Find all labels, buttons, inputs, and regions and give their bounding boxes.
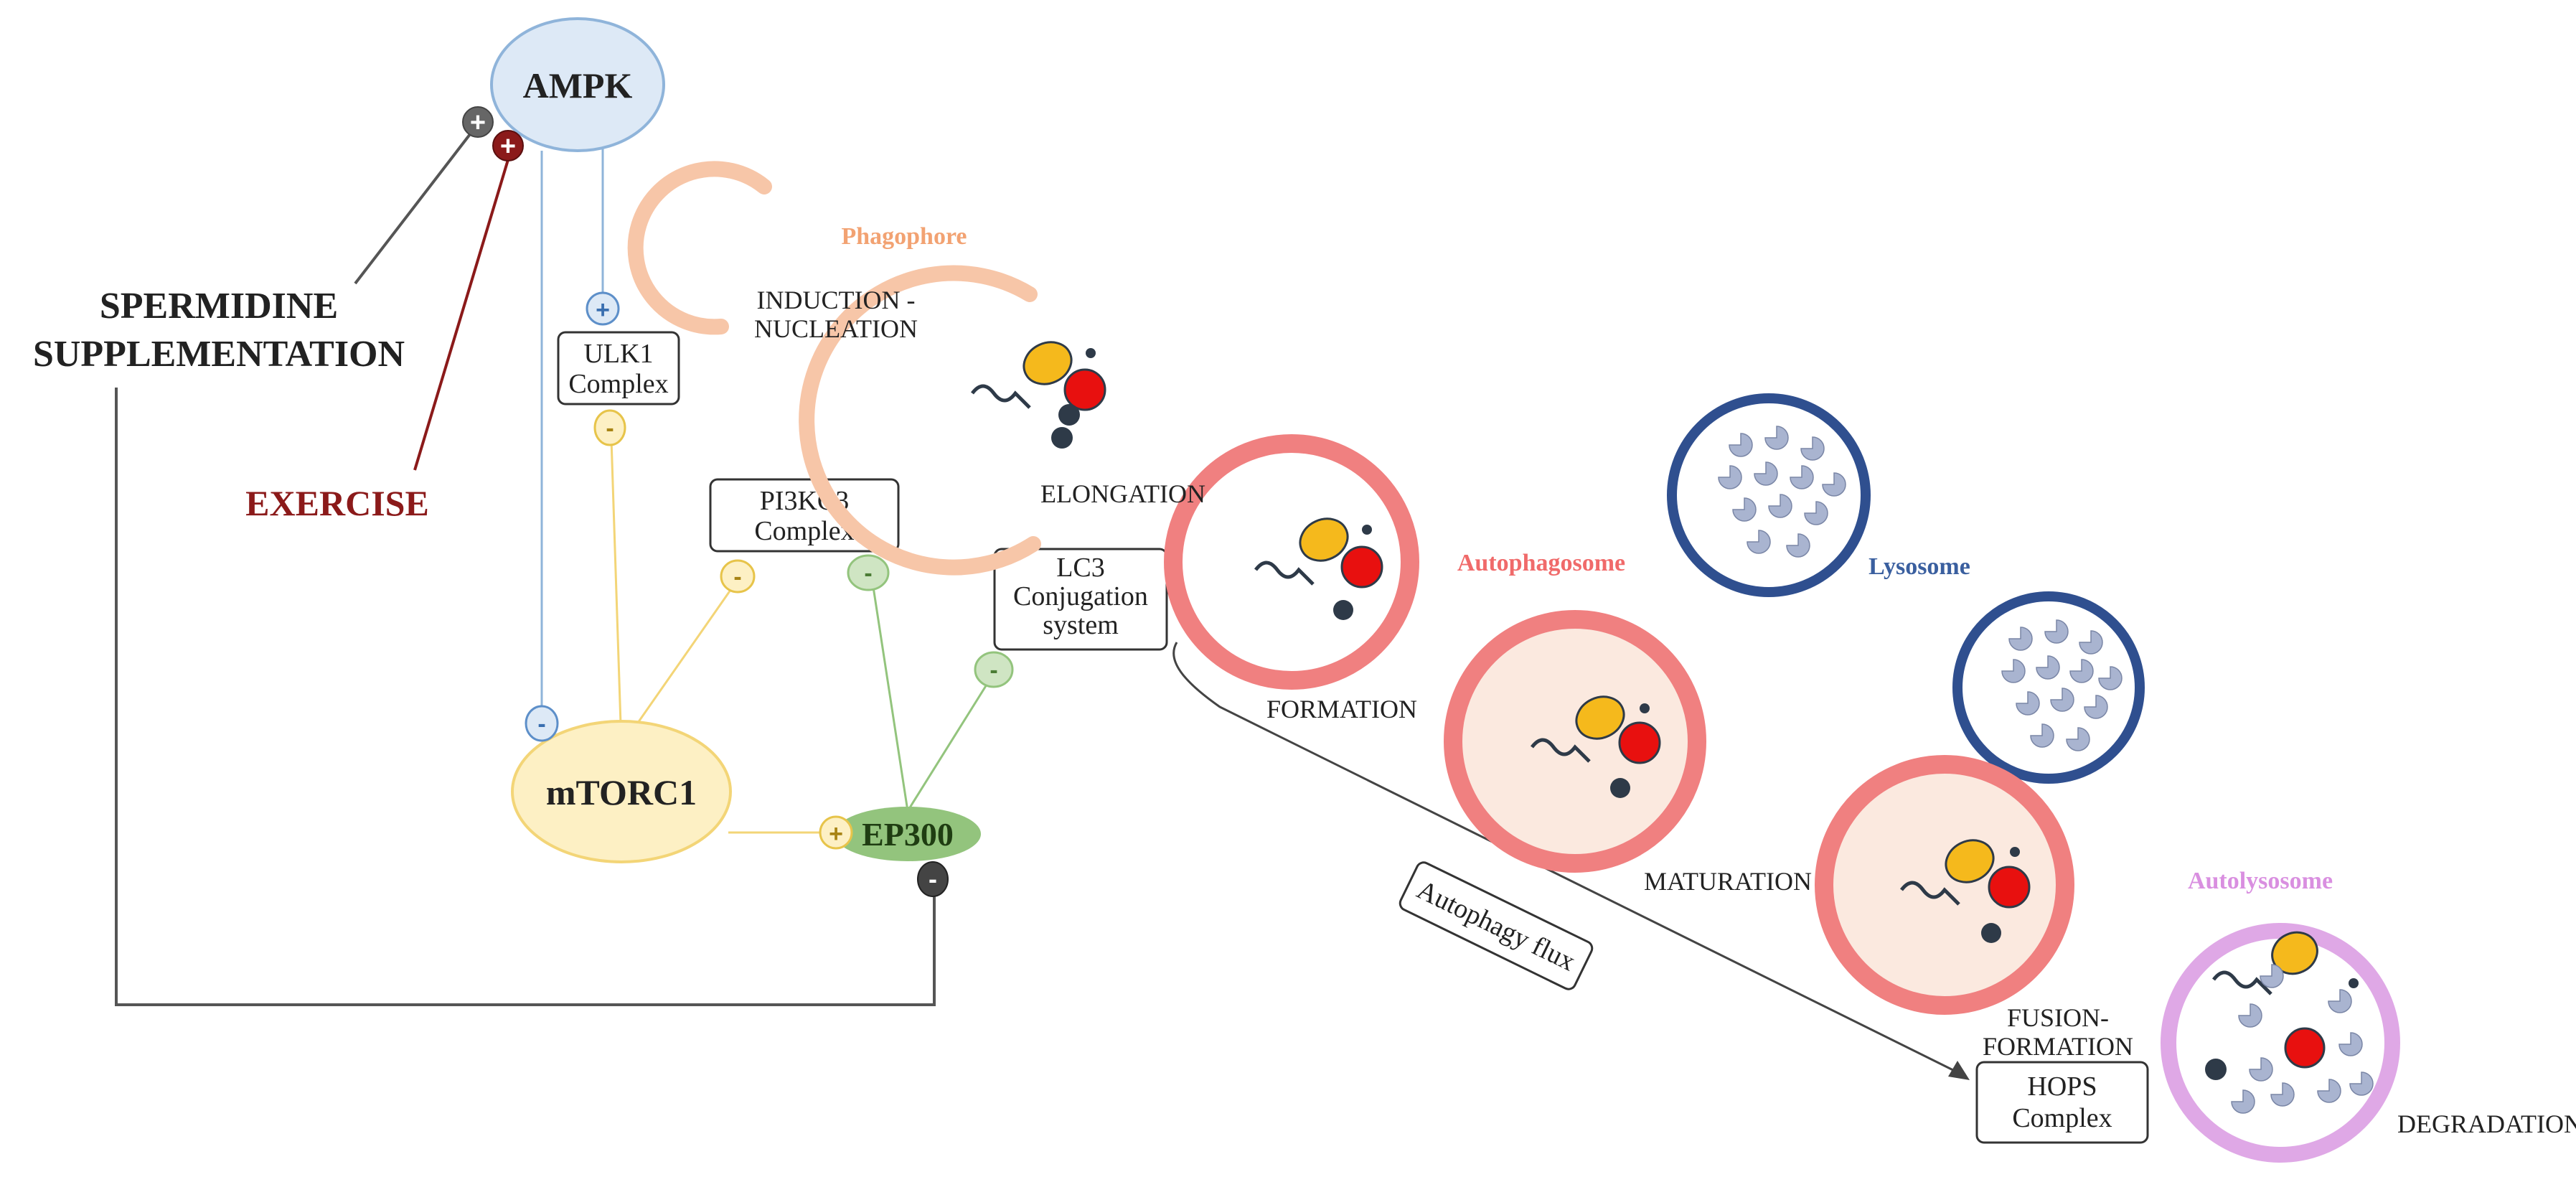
autophagosome-label: Autophagosome — [1457, 550, 1625, 576]
autophagosome-maturation — [1444, 610, 1706, 873]
ep300-lc3-inhibition-badge: - — [974, 651, 1014, 688]
svg-text:-: - — [864, 560, 872, 587]
hops-complex-box: HOPS Complex — [1975, 1061, 2149, 1144]
svg-text:+: + — [829, 820, 843, 848]
nucleation-cargo — [971, 341, 1106, 449]
ep300-pi3kc3-inhibition-badge: - — [847, 554, 890, 591]
stage-formation: FORMATION — [1266, 695, 1417, 723]
autophagy-flux-arrow — [1172, 642, 1967, 1078]
phagophore-label: Phagophore — [841, 223, 967, 250]
stage-elongation: ELONGATION — [1040, 479, 1205, 508]
spermidine-activation-badge: + — [462, 106, 494, 138]
exercise-activation-badge: + — [492, 130, 524, 161]
stage-induction-line1: INDUCTION - — [757, 286, 916, 314]
ampk-ulk1-activation-badge: + — [586, 291, 620, 326]
exercise-to-ampk-line — [413, 154, 511, 471]
autolysosome — [2161, 923, 2400, 1163]
svg-text:+: + — [596, 296, 610, 324]
svg-text:-: - — [989, 657, 997, 684]
stage-induction-line2: NUCLEATION — [754, 314, 918, 343]
svg-text:-: - — [929, 864, 937, 894]
spermidine-label-line1: SPERMIDINE — [100, 286, 338, 327]
spermidine-ep300-inhibition-badge: - — [917, 861, 949, 897]
mtorc1-label: mTORC1 — [546, 772, 697, 812]
mtorc1-to-ulk1-line — [610, 439, 623, 747]
mtorc1-to-pi3kc3-line — [620, 577, 741, 747]
ep300-label: EP300 — [862, 816, 954, 853]
autolysosome-label: Autolysosome — [2188, 868, 2333, 894]
autophagosome-fusion — [1815, 755, 2074, 1015]
lc3-line2: Conjugation — [1013, 581, 1148, 611]
svg-text:+: + — [470, 108, 486, 138]
hops-line1: HOPS — [2027, 1072, 2097, 1102]
autophagy-flux-box: Autophagy flux — [1399, 861, 1594, 990]
spermidine-label-line2: SUPPLEMENTATION — [33, 334, 405, 375]
stage-fusion-line2: FORMATION — [1983, 1032, 2133, 1061]
svg-text:-: - — [733, 563, 741, 591]
flux-arrowhead — [1948, 1061, 1970, 1080]
lc3-line3: system — [1043, 610, 1119, 640]
ampk-mtorc1-inhibition-badge: - — [525, 705, 559, 742]
mtorc1-pi3kc3-inhibition-badge: - — [720, 559, 756, 594]
exercise-label: EXERCISE — [245, 483, 429, 523]
mtorc1-ep300-activation-badge: + — [819, 815, 853, 850]
mtorc1-node: mTORC1 — [511, 720, 732, 863]
svg-text:-: - — [537, 711, 545, 738]
ampk-node: AMPK — [490, 17, 665, 152]
stage-degradation: DEGRADATION — [2397, 1110, 2576, 1138]
lysosome-1 — [1667, 393, 1871, 597]
ulk1-complex-box: ULK1 Complex — [557, 331, 680, 405]
stage-fusion-line1: FUSION- — [2007, 1003, 2109, 1032]
ulk1-line2: Complex — [568, 369, 668, 399]
svg-text:+: + — [500, 131, 516, 161]
ep300-to-pi3kc3-line — [870, 577, 909, 812]
ampk-label: AMPK — [523, 65, 633, 105]
phagophore-arc — [627, 161, 772, 335]
lc3-conjugation-box: LC3 Conjugation system — [993, 548, 1168, 651]
stage-maturation: MATURATION — [1644, 867, 1812, 896]
lc3-line1: LC3 — [1056, 553, 1105, 583]
mtorc1-ulk1-inhibition-badge: - — [593, 409, 626, 446]
spermidine-to-ampk-line — [354, 126, 476, 285]
lysosome-label: Lysosome — [1868, 553, 1970, 580]
ep300-node: EP300 — [835, 807, 981, 861]
nucleation-arc — [799, 265, 1041, 576]
ep300-to-lc3-line — [906, 672, 995, 812]
svg-text:-: - — [606, 415, 614, 442]
autophagosome-formation — [1164, 434, 1419, 690]
ulk1-line1: ULK1 — [583, 339, 653, 369]
spermidine-to-ep300-line — [115, 388, 936, 1006]
hops-line2: Complex — [2012, 1103, 2112, 1133]
lysosome-2 — [1952, 591, 2145, 784]
